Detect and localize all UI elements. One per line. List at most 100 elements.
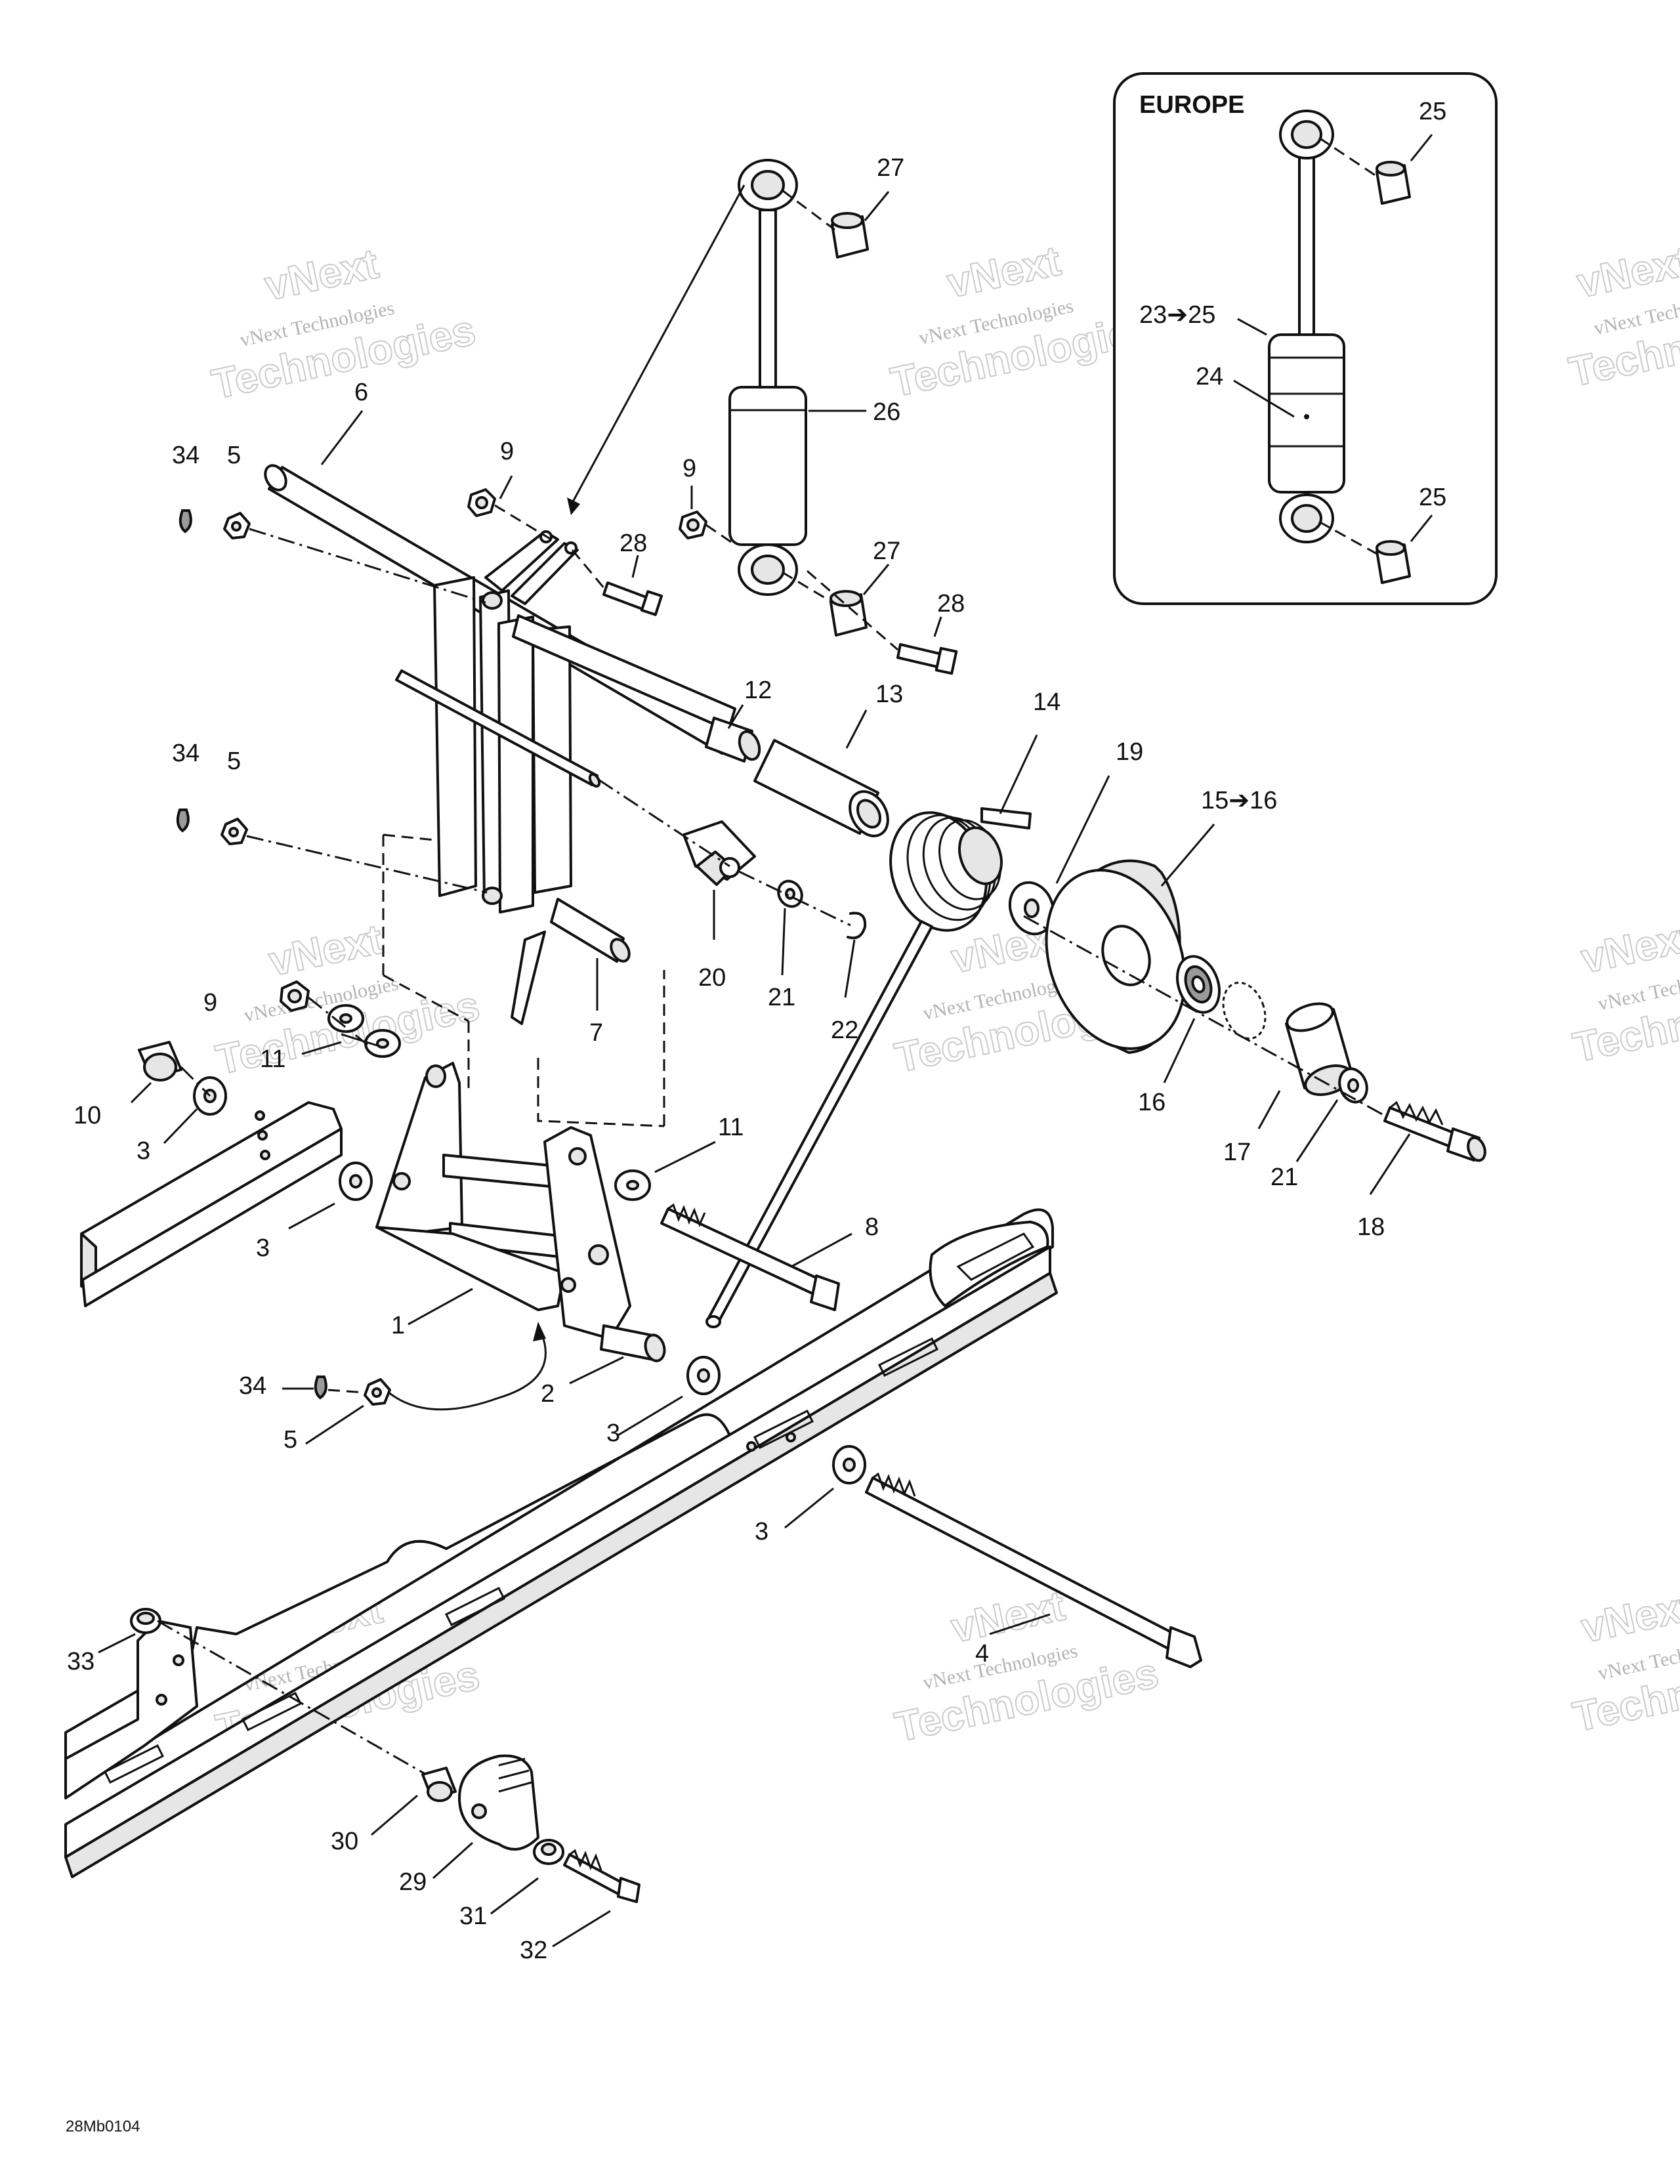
europe-bushing-bottom [1318,520,1411,584]
circlip-ring [1222,981,1267,1040]
screw-32 [563,1849,640,1903]
callout-27: 27 [877,154,904,182]
europe-bushing-top [1318,136,1411,205]
callout-15-16: 15➔16 [1201,787,1277,814]
callout-11: 11 [260,1045,285,1073]
callout-9: 9 [500,438,514,465]
callout-5: 5 [227,747,241,775]
callout-3: 3 [755,1518,768,1545]
callout-28: 28 [937,590,965,618]
callout-6: 6 [354,379,368,406]
watermark-text: vNext [947,1582,1068,1652]
callout-labels: 6 34 5 9 9 27 26 27 28 28 12 13 14 19 15… [67,98,1446,1964]
europe-shock-absorber [1268,110,1345,543]
callout-3: 3 [256,1234,270,1262]
washer-3d [832,1445,866,1484]
washer-31 [533,1839,564,1865]
europe-inset: EUROPE [1113,72,1498,605]
washer-21a [777,879,803,908]
washer-19 [1008,881,1055,936]
callout-18: 18 [1357,1213,1385,1241]
washer-3b [339,1162,373,1201]
callout-2: 2 [541,1380,555,1408]
upper-arm-plates [433,576,572,914]
callout-24: 24 [1196,363,1223,390]
callout-5: 5 [284,1426,297,1454]
lever-arm-7 [511,898,631,1025]
rear-rail-bracket [64,1620,198,1799]
callout-12: 12 [744,677,772,704]
rod-lower [395,669,601,788]
callout-7: 7 [589,1019,603,1047]
bolt-8 [660,1203,840,1311]
nut-33 [130,1608,161,1634]
watermark-text: vNext [1573,237,1680,307]
callout-11: 11 [718,1114,744,1141]
callout-22: 22 [831,1017,858,1044]
shock-bolt-lower [807,570,958,675]
callout-13: 13 [875,681,903,708]
spacer-30 [421,1767,457,1802]
spacer-17 [1285,1002,1353,1097]
inset-title: EUROPE [1139,91,1244,119]
main-slide-rail [64,1208,1058,1878]
callout-29: 29 [399,1868,427,1896]
torsion-spring-14 [705,807,1032,1328]
nut-9-left [280,980,310,1012]
callout-23-25: 23➔25 [1139,301,1215,329]
washer-11a [327,1004,364,1033]
upper-bracket [484,530,579,605]
spacer-13 [753,739,889,837]
callout-8: 8 [865,1213,879,1241]
shock-absorber [728,159,807,596]
circlip-22 [847,912,867,940]
callout-21: 21 [1270,1164,1298,1191]
nut-9-top [467,488,552,541]
bolt-4 [865,1472,1202,1668]
callout-17: 17 [1223,1139,1251,1166]
spacer-tube-12 [705,717,761,763]
callout-10: 10 [74,1102,101,1129]
watermark-text: vNext [943,237,1064,307]
callout-31: 31 [459,1902,487,1930]
grease-fitting-34b [176,808,488,894]
watermark-text: vNext [261,240,382,310]
grease-fitting-34a [178,509,486,604]
callout-14: 14 [1033,688,1060,716]
lower-frame-1 [375,1062,666,1362]
bushing-10 [138,1041,182,1082]
shock-bushing-bottom [782,571,868,637]
idler-wheel-15 [1045,859,1186,1054]
watermark-text: vNext [264,915,386,985]
callout-25: 25 [1419,98,1446,125]
washer-11c [614,1169,651,1201]
callout-21: 21 [768,984,795,1011]
drawing-code: 28Mb0104 [66,2118,140,2135]
callout-4: 4 [975,1640,989,1668]
callout-34: 34 [172,442,200,469]
callout-9: 9 [203,989,217,1017]
bearing-16 [1176,955,1221,1014]
washer-3c [686,1356,721,1395]
callout-1: 1 [391,1312,405,1339]
watermark-text: vNext [1577,1582,1680,1652]
bolt-18 [1383,1101,1486,1162]
left-upper-rail [80,1101,343,1307]
shock-bushing-top [782,189,869,259]
callout-19: 19 [1116,738,1143,766]
callout-16: 16 [1138,1089,1166,1116]
grease-fitting-34c [282,1376,391,1406]
callout-34: 34 [172,740,200,767]
dashed-bracket-left [382,833,665,1127]
callout-27: 27 [873,537,900,565]
callout-32: 32 [520,1937,547,1964]
callout-30: 30 [331,1828,358,1855]
callout-34: 34 [239,1372,266,1400]
stopper-29 [458,1754,539,1851]
callout-25: 25 [1419,484,1446,511]
callout-5: 5 [227,442,241,469]
callout-3: 3 [606,1419,620,1447]
callout-20: 20 [698,964,726,992]
callout-28: 28 [620,530,647,557]
bolt-28-top [571,549,663,616]
